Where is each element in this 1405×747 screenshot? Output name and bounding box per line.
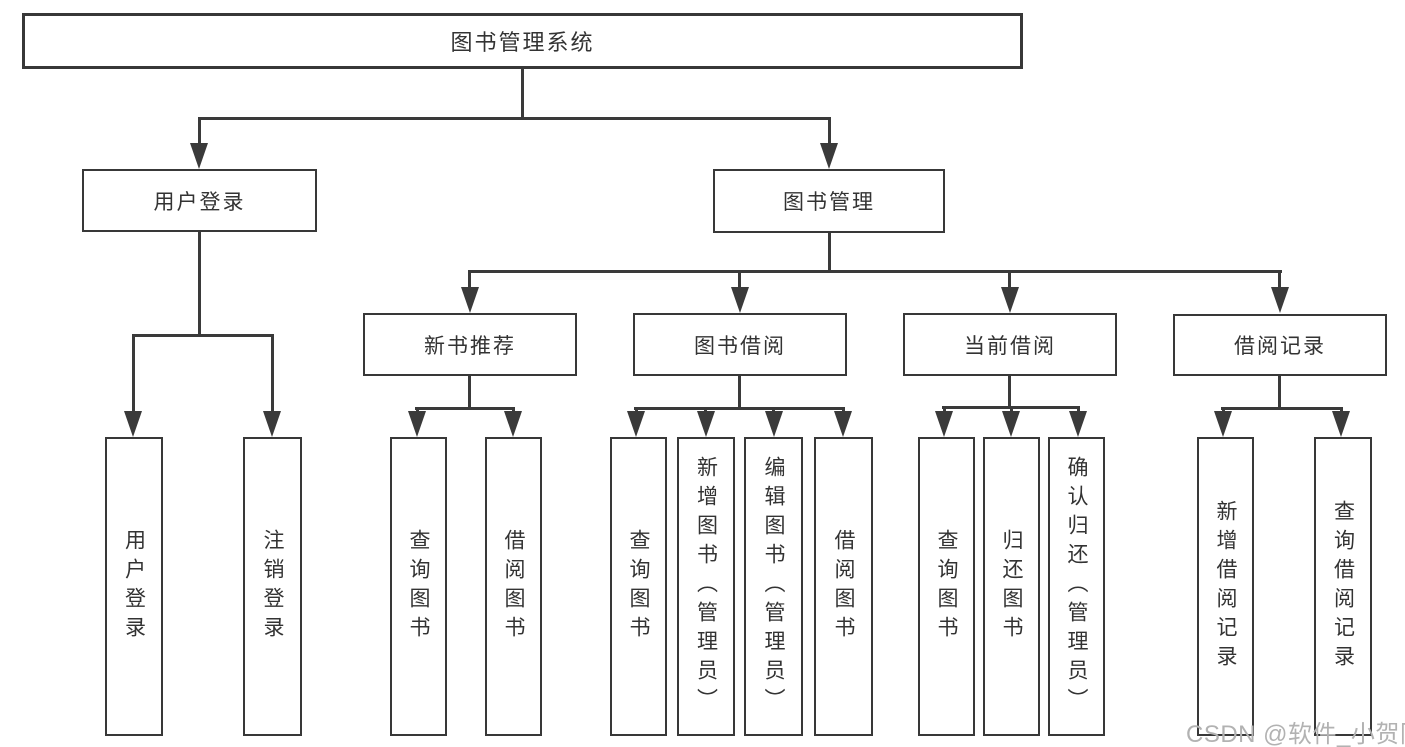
- leaf-bb-query-books: 查询图书: [610, 437, 667, 736]
- arrow-nb1-icon: [408, 411, 426, 437]
- leaf-nb-query-books-label: 查询图书: [407, 528, 430, 645]
- leaf-nb-borrow-books-label: 借阅图书: [502, 528, 525, 645]
- leaf-bb-edit-books-admin: 编辑图书（管理员）: [744, 437, 803, 736]
- arrow-br2-icon: [1332, 411, 1350, 437]
- arrow-leaf-login-icon: [124, 411, 142, 437]
- leaf-bb-add-books-admin: 新增图书（管理员）: [677, 437, 735, 736]
- leaf-nb-query-books: 查询图书: [390, 437, 447, 736]
- arrow-current-borrow-icon: [1001, 287, 1019, 313]
- arrow-nb2-icon: [504, 411, 522, 437]
- leaf-cb-confirm-return-admin: 确认归还（管理员）: [1048, 437, 1105, 736]
- connector-borrow-records-shaft: [1278, 270, 1281, 290]
- connector-user-login-shaft: [198, 117, 201, 146]
- leaf-user-login-label: 用户登录: [122, 528, 146, 645]
- connector-root-stem: [521, 69, 524, 119]
- leaf-br-query-record-label: 查询借阅记录: [1331, 499, 1355, 674]
- leaf-bb-edit-books-admin-label: 编辑图书（管理员）: [762, 456, 785, 717]
- connector-book-mgmt-stem: [828, 233, 831, 272]
- connector-cb2-shaft: [1010, 406, 1013, 415]
- node-user-login-label: 用户登录: [153, 190, 246, 214]
- node-current-borrow: 当前借阅: [903, 313, 1117, 376]
- connector-user-login-split: [132, 334, 274, 337]
- arrow-cb2-icon: [1002, 411, 1020, 437]
- connector-borrow-records-split: [1221, 407, 1342, 410]
- node-book-borrow-label: 图书借阅: [694, 334, 786, 358]
- connector-borrow-records-stem: [1278, 376, 1281, 409]
- arrow-br1-icon: [1214, 411, 1232, 437]
- leaf-cb-query-books-label: 查询图书: [935, 528, 958, 645]
- connector-current-borrow-stem: [1008, 376, 1011, 408]
- node-book-borrow: 图书借阅: [633, 313, 847, 376]
- connector-leaf-logout-shaft: [271, 334, 274, 416]
- arrow-bb3-icon: [765, 411, 783, 437]
- node-book-mgmt-label: 图书管理: [783, 191, 875, 214]
- connector-new-books-shaft: [468, 270, 471, 290]
- connector-book-borrow-split: [634, 407, 845, 410]
- connector-user-login-stem: [198, 232, 201, 336]
- node-root: 图书管理系统: [22, 13, 1023, 69]
- leaf-bb-borrow-books: 借阅图书: [814, 437, 873, 736]
- arrow-bb1-icon: [627, 411, 645, 437]
- leaf-nb-borrow-books: 借阅图书: [485, 437, 542, 736]
- arrow-user-login-icon: [190, 143, 208, 169]
- connector-book-mgmt-shaft: [828, 117, 831, 146]
- arrow-bb4-icon: [834, 411, 852, 437]
- leaf-bb-query-books-label: 查询图书: [627, 528, 650, 645]
- connector-cb3-shaft: [1077, 406, 1080, 415]
- arrow-cb3-icon: [1069, 411, 1087, 437]
- leaf-cb-return-books: 归还图书: [983, 437, 1040, 736]
- leaf-bb-add-books-admin-label: 新增图书（管理员）: [694, 456, 718, 717]
- connector-book-borrow-shaft: [738, 270, 741, 290]
- connector-level3-split: [468, 270, 1282, 273]
- connector-current-borrow-shaft: [1008, 270, 1011, 290]
- node-borrow-records: 借阅记录: [1173, 314, 1387, 376]
- connector-book-borrow-stem: [738, 376, 741, 410]
- watermark: CSDN @软件_小贺同学: [1186, 721, 1405, 747]
- leaf-bb-borrow-books-label: 借阅图书: [832, 528, 855, 645]
- leaf-cb-return-books-label: 归还图书: [1000, 528, 1023, 645]
- leaf-br-query-record: 查询借阅记录: [1314, 437, 1372, 736]
- arrow-book-mgmt-icon: [820, 143, 838, 169]
- arrow-cb1-icon: [935, 411, 953, 437]
- leaf-logout-label: 注销登录: [261, 528, 284, 645]
- node-borrow-records-label: 借阅记录: [1234, 335, 1326, 358]
- arrow-new-books-icon: [461, 287, 479, 313]
- arrow-borrow-records-icon: [1271, 287, 1289, 313]
- arrow-bb2-icon: [697, 411, 715, 437]
- node-user-login: 用户登录: [82, 169, 317, 232]
- leaf-cb-query-books: 查询图书: [918, 437, 975, 736]
- node-book-mgmt: 图书管理: [713, 169, 945, 233]
- connector-level1-split: [198, 117, 831, 120]
- connector-new-books-stem: [468, 376, 471, 409]
- leaf-br-add-record: 新增借阅记录: [1197, 437, 1254, 736]
- leaf-logout: 注销登录: [243, 437, 302, 736]
- connector-leaf-login-shaft: [132, 334, 135, 416]
- connector-new-books-split: [415, 407, 515, 410]
- node-new-books: 新书推荐: [363, 313, 577, 376]
- arrow-leaf-logout-icon: [263, 411, 281, 437]
- arrow-book-borrow-icon: [731, 287, 749, 313]
- node-new-books-label: 新书推荐: [424, 334, 516, 358]
- leaf-br-add-record-label: 新增借阅记录: [1214, 499, 1237, 674]
- leaf-user-login: 用户登录: [105, 437, 163, 736]
- leaf-cb-confirm-return-admin-label: 确认归还（管理员）: [1065, 456, 1088, 717]
- node-root-label: 图书管理系统: [450, 30, 595, 55]
- connector-cb1-shaft: [943, 406, 946, 415]
- node-current-borrow-label: 当前借阅: [964, 334, 1056, 358]
